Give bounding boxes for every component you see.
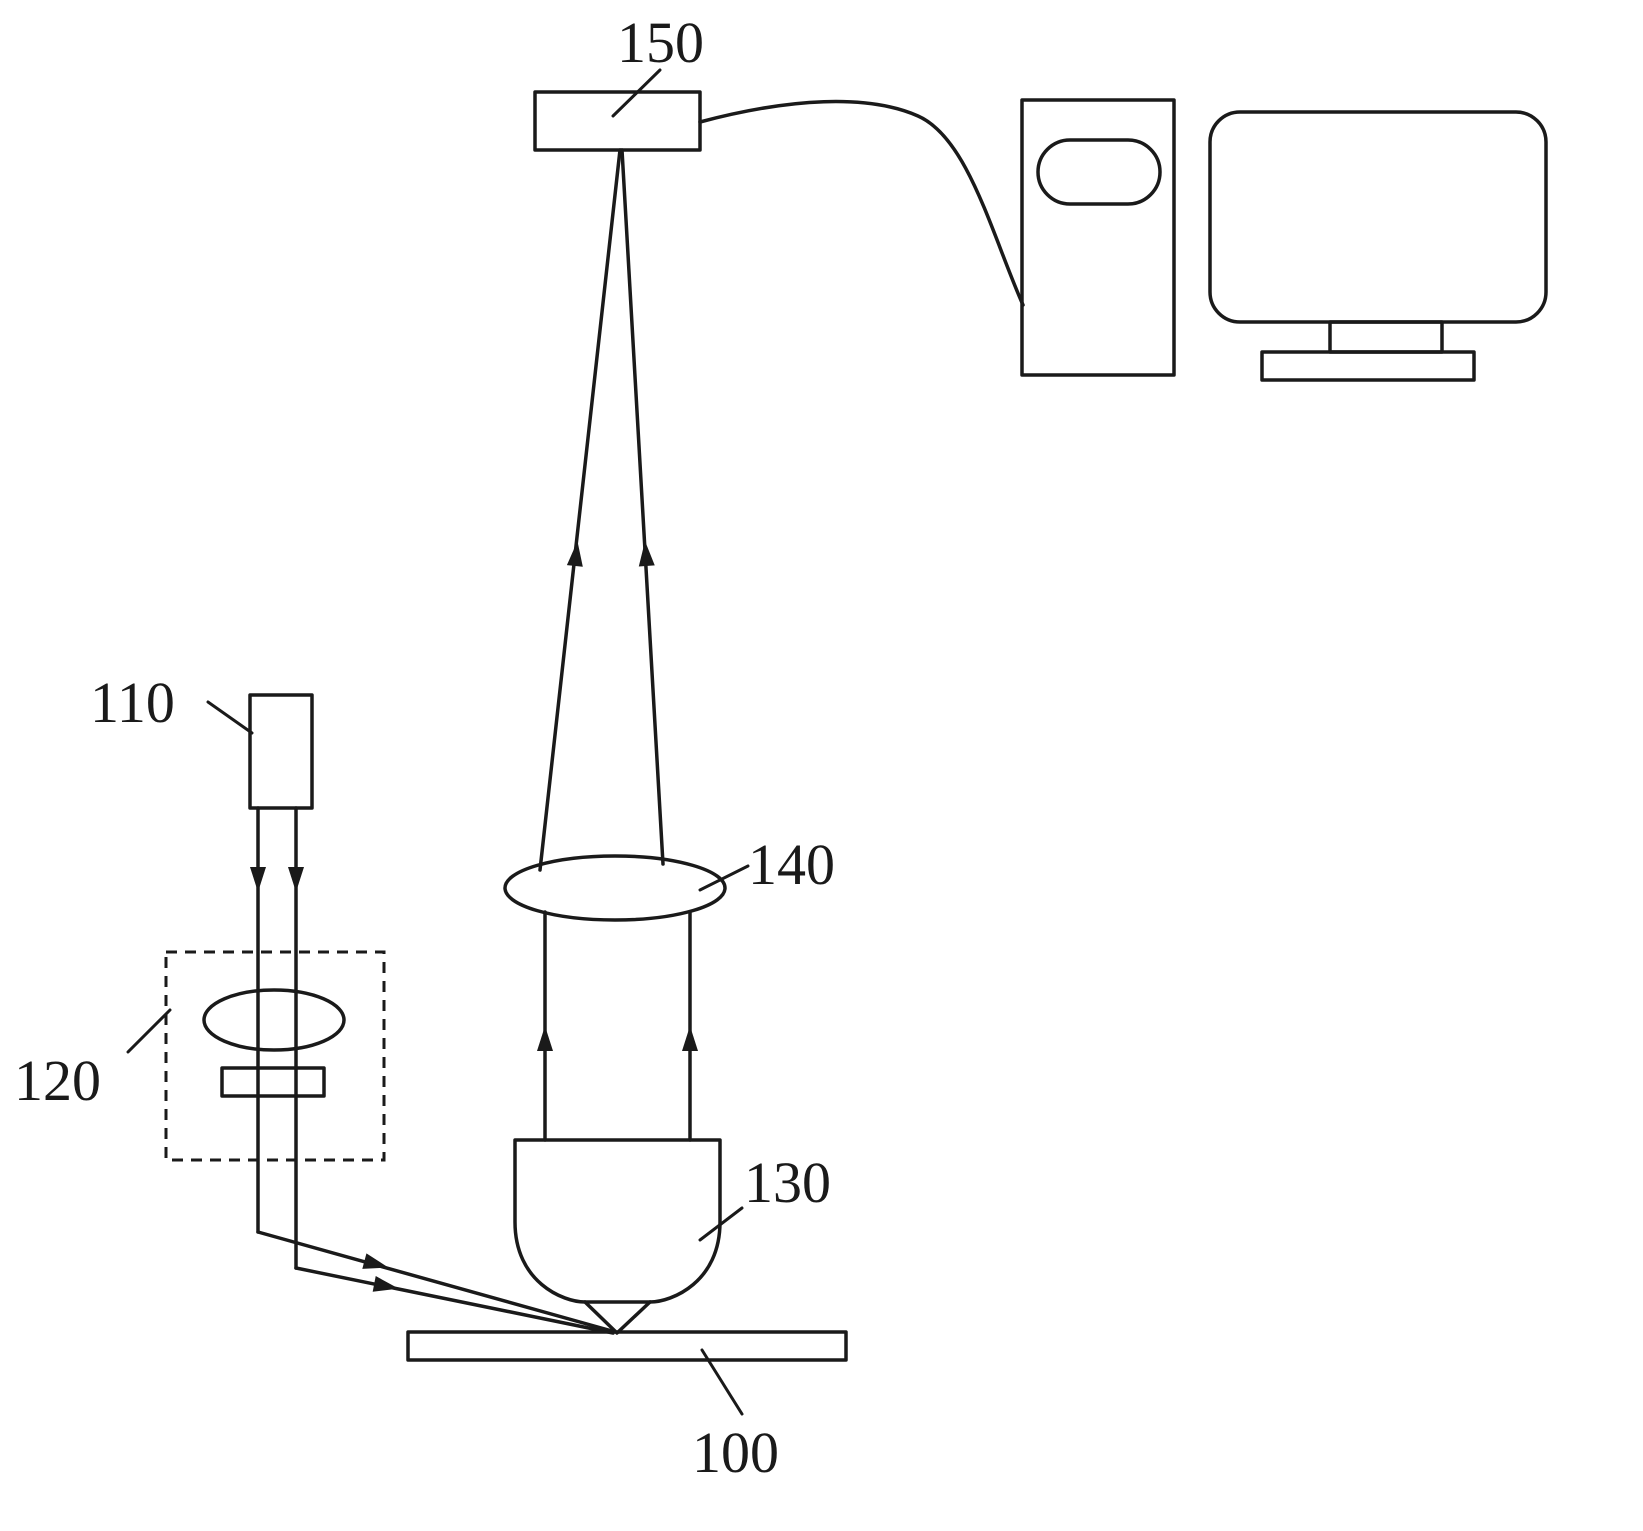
arrowhead-up-icon [537,1026,553,1051]
leader-100 [700,1348,744,1416]
leader-120 [126,1008,172,1054]
sample-stage [406,1330,848,1362]
leader-150 [611,68,662,118]
arrowhead-right-icon [362,1253,389,1269]
monitor-screen [1208,110,1548,324]
beam-right-angled [294,1266,615,1335]
label-laser: 110 [90,670,175,735]
ray-left-to-detector [538,148,622,872]
arrowhead-up-icon [682,1026,698,1051]
label-detector: 150 [617,10,704,75]
monitor-stem [1328,320,1444,354]
beam-module-box [164,950,386,1162]
beam-left-angled [256,1230,614,1333]
detector-box [533,90,702,152]
leader-130 [698,1206,744,1242]
arrowhead-up-icon [566,541,583,567]
cable [698,99,1025,307]
label-objective: 130 [744,1150,831,1215]
label-beam-module: 120 [14,1048,101,1113]
arrowhead-right-icon [372,1276,399,1292]
leader-110 [206,700,254,735]
arrowhead-up-icon [638,541,655,567]
tower-slot [1036,138,1162,206]
laser-source [248,693,314,810]
label-tube-lens: 140 [748,832,835,897]
ray-right-to-detector [620,148,665,866]
arrowhead-down-icon [288,867,304,892]
tube-lens [503,854,727,922]
objective-body [513,1138,722,1304]
computer-tower [1020,98,1176,377]
module-aperture [220,1066,326,1098]
module-lens [202,988,346,1052]
label-sample: 100 [692,1420,779,1485]
leader-140 [698,864,750,892]
arrowhead-down-icon [250,867,266,892]
monitor-base [1260,350,1476,382]
